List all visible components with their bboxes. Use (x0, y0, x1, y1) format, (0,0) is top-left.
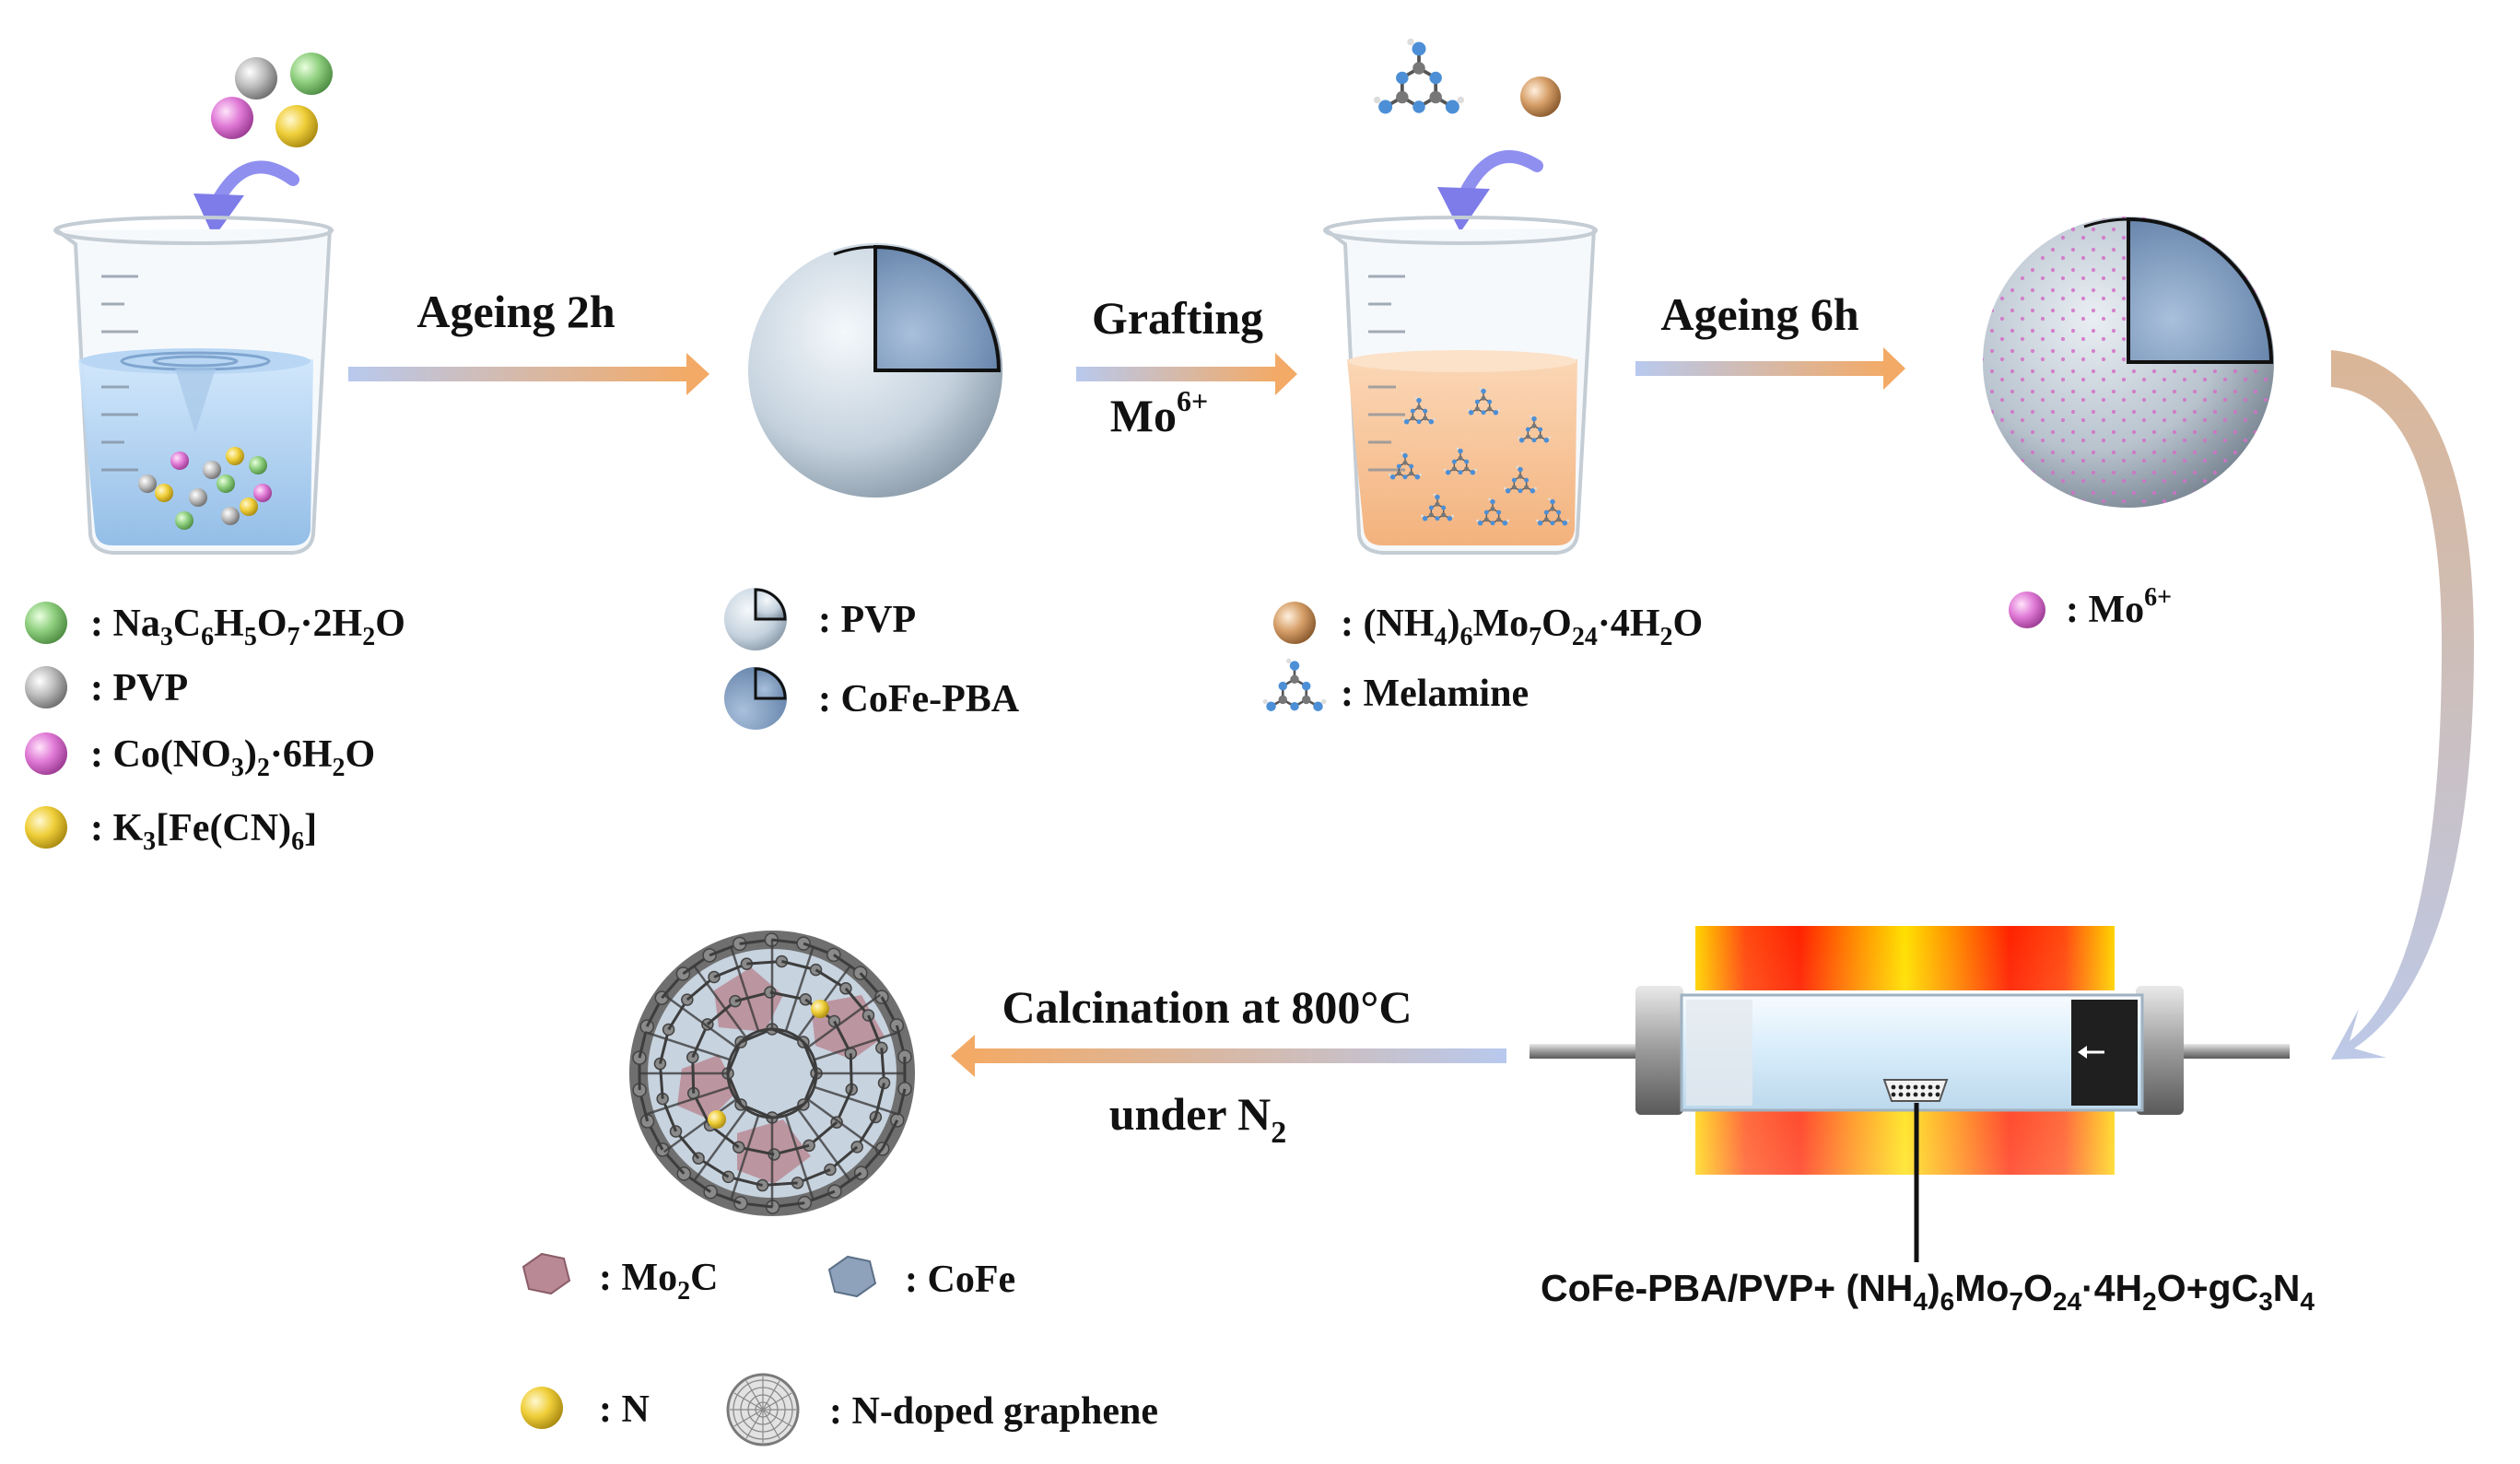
legend-cofe-pba-icon (724, 667, 787, 730)
label-ageing-6h: Ageing 6h (1660, 288, 1859, 340)
precursor-particle (175, 511, 193, 530)
sphere-tan (1520, 76, 1561, 117)
legend-graphene-icon (726, 1373, 800, 1446)
precursor-particle (203, 461, 221, 479)
precursor-particle (249, 456, 267, 474)
precursor-particle (240, 498, 258, 516)
melamine-in-solution (1443, 447, 1478, 475)
tube-furnace (1530, 926, 2290, 1262)
label-mo6: Mo6+ (1110, 384, 1208, 441)
legend-mo: : Mo6+ (2009, 583, 2172, 631)
legend-mo-label: : Mo6+ (2066, 583, 2172, 631)
legend-tan-icon (1273, 602, 1316, 644)
legend-ammonium-label: : (NH4)6Mo7O24·4H2O (1341, 603, 1703, 651)
legend-n-label: : N (599, 1388, 650, 1431)
precursor-particle (189, 488, 207, 507)
precursor-particle (138, 474, 157, 493)
sphere-gray (235, 57, 277, 100)
melamine-in-solution (1401, 396, 1436, 425)
melamine-in-solution (1388, 451, 1423, 480)
legend-melamine-label: : Melamine (1341, 673, 1529, 715)
label-grafting: Grafting (1092, 292, 1263, 344)
legend-cofe-pba-label: : CoFe-PBA (818, 678, 1020, 720)
sphere-yellow (275, 105, 318, 147)
legend-cobalt-label: : Co(NO3)2·6H2O (90, 733, 375, 782)
arrow-ageing-6h: Ageing 6h (1635, 288, 1905, 390)
melamine-in-solution (1420, 493, 1455, 521)
legend-precursors: : Na3C6H5O7·2H2O : PVP : Co(NO3)2·6H2O :… (25, 602, 405, 856)
melamine-molecule (1373, 38, 1465, 114)
melamine-in-solution (1535, 498, 1570, 526)
precursor-particle (170, 451, 189, 470)
legend-melamine-icon (1262, 658, 1327, 711)
precursor-particle (253, 484, 272, 502)
precursor-particle (221, 507, 240, 525)
arrow-grafting: Grafting Mo6+ (1076, 292, 1297, 441)
legend-pvp-icon (724, 588, 787, 650)
n-atom (811, 1000, 829, 1018)
legend-green-icon (25, 602, 67, 644)
sample-boat (1882, 1079, 1949, 1102)
legend-grafting: : (NH4)6Mo7O24·4H2O : Melamine (1262, 602, 1703, 715)
arrow-ageing-2h: Ageing 2h (348, 286, 709, 395)
sphere-pink (211, 97, 253, 139)
legend-product: : Mo2C : CoFe : N : N-doped graphene (521, 1252, 1158, 1446)
sphere-mo-decorated (1983, 217, 2274, 508)
legend-pink-icon (25, 732, 67, 775)
precursor-particle (226, 447, 244, 465)
precursor-particle (217, 474, 235, 493)
sphere-green (290, 53, 333, 95)
legend-pvp2-label: : PVP (818, 599, 916, 641)
label-under-n2: under N2 (1109, 1088, 1287, 1150)
precursor-particle (155, 484, 173, 502)
legend-ferricyanide-label: : K3[Fe(CN)6] (90, 807, 317, 856)
legend-pvp-label: : PVP (90, 667, 188, 709)
n-atom (708, 1110, 726, 1129)
legend-yellow-icon (25, 806, 67, 849)
legend-graphene-label: : N-doped graphene (829, 1390, 1158, 1433)
melamine-in-solution (1475, 498, 1510, 526)
arrow-calcination: Calcination at 800°C under N2 (951, 981, 1506, 1150)
legend-mo2c-icon (522, 1252, 571, 1295)
curved-arrow-to-furnace (2331, 350, 2474, 1060)
beaker-grafting (1323, 38, 1598, 555)
legend-citrate-label: : Na3C6H5O7·2H2O (90, 603, 405, 651)
legend-mo2c-label: : Mo2C (599, 1257, 718, 1306)
pour-arrow (213, 160, 299, 205)
label-ageing-2h: Ageing 2h (416, 286, 615, 337)
melamine-in-solution (1503, 465, 1538, 494)
product-n-doped-graphene-cage (629, 931, 915, 1216)
legend-gray-icon (25, 666, 67, 709)
legend-mo-icon (2009, 591, 2045, 628)
furnace-mixture-label: CoFe-PBA/PVP+ (NH4)6Mo7O24·4H2O+gC3N4 (1541, 1267, 2315, 1316)
legend-n-icon (521, 1387, 563, 1429)
label-calcination: Calcination at 800°C (1002, 981, 1412, 1033)
legend-cofe-icon (827, 1255, 877, 1298)
beaker-precursors (53, 53, 334, 555)
melamine-in-solution (1466, 387, 1501, 416)
legend-cofe-label: : CoFe (905, 1259, 1015, 1301)
legend-shell-core: : PVP : CoFe-PBA (724, 588, 1020, 730)
sphere-cofe-pba-pvp (748, 243, 1002, 498)
melamine-in-solution (1517, 415, 1552, 443)
